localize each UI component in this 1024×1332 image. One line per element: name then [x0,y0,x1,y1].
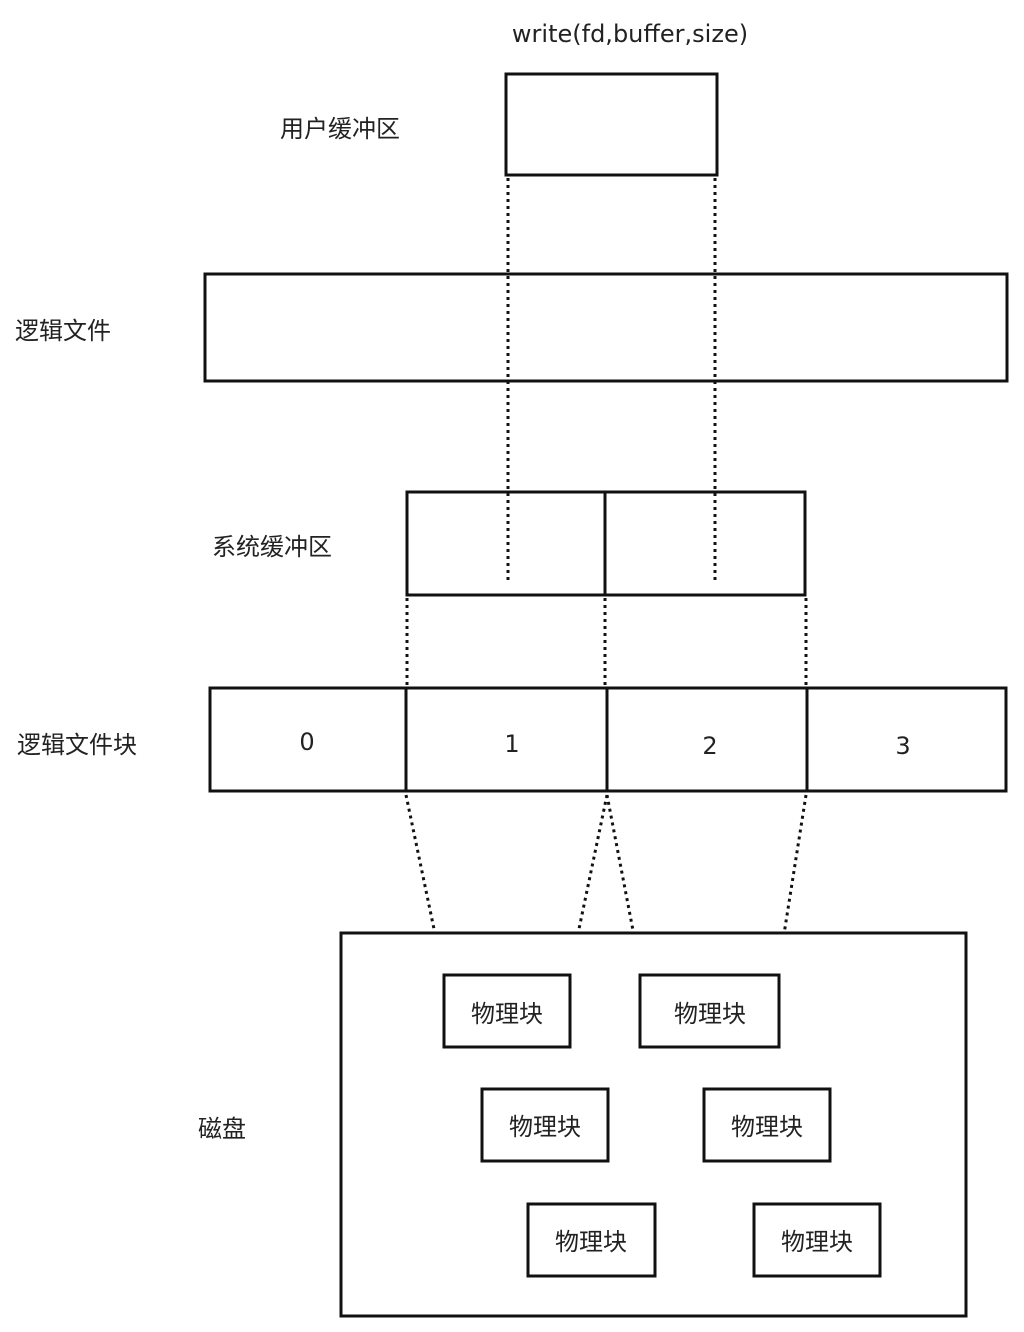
system-buffer-label: 系统缓冲区 [212,533,332,561]
dotted-connector [568,794,609,973]
physical-block: 物理块 [442,973,572,1049]
physical-block: 物理块 [702,1087,832,1163]
physical-block-label: 物理块 [674,1000,746,1028]
logical-block-3: 3 [895,732,910,760]
physical-block-label: 物理块 [471,1000,543,1028]
physical-block-label: 物理块 [731,1113,803,1141]
logical-block-1: 1 [504,730,519,758]
physical-block-label: 物理块 [509,1113,581,1141]
dotted-connector [605,794,643,973]
logical-block-0: 0 [299,728,314,756]
logical-block-2: 2 [702,732,717,760]
physical-block-label: 物理块 [781,1228,853,1256]
physical-block: 物理块 [480,1087,610,1163]
logical-file-blocks-label: 逻辑文件块 [17,731,137,759]
logical-file-box [203,272,1009,383]
write-call-title: write(fd,buffer,size) [512,20,748,48]
user-buffer-box [504,72,719,177]
logical-file-label: 逻辑文件 [15,317,111,345]
physical-block: 物理块 [752,1202,882,1278]
physical-block: 物理块 [638,973,781,1049]
dotted-connector [404,794,445,973]
physical-block: 物理块 [526,1202,657,1278]
physical-block-label: 物理块 [555,1228,627,1256]
user-buffer-label: 用户缓冲区 [280,115,400,143]
disk-label: 磁盘 [198,1115,246,1143]
